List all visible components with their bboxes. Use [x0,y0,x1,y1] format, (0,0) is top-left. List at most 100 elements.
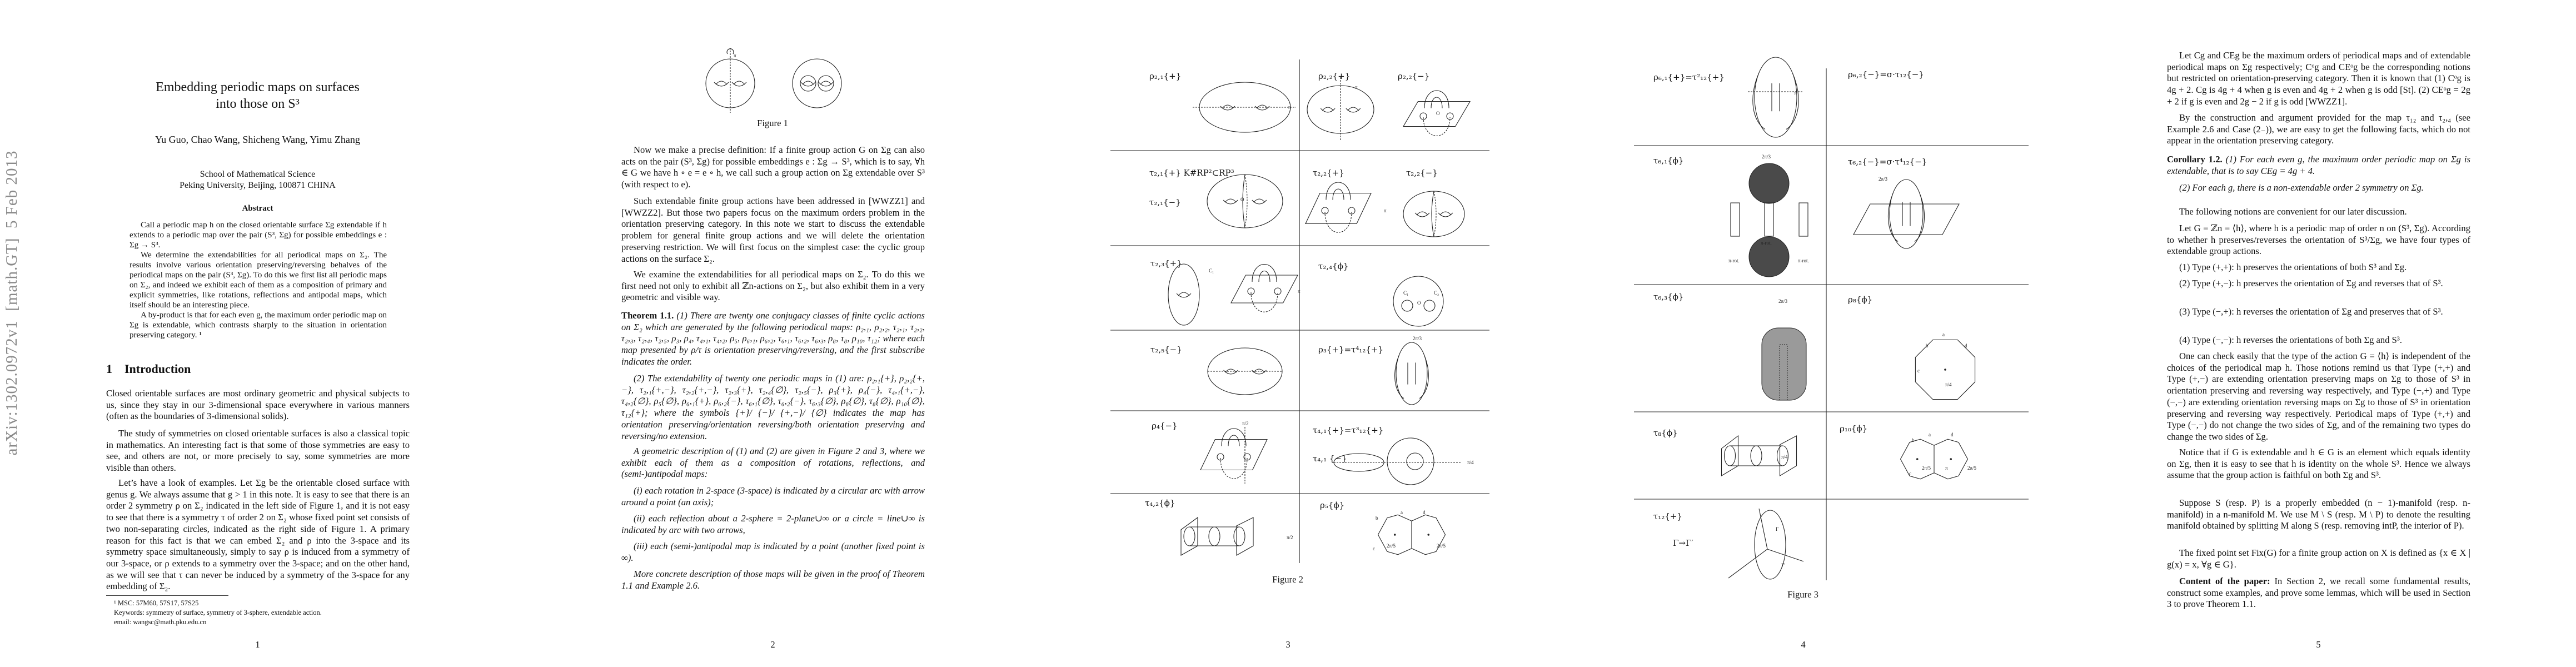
figure-panel-label: ρ₆,₁{+}=τ²₁₂{+} [1653,72,1725,82]
surface-hole [1320,107,1336,113]
surface-hole [1414,211,1430,217]
figure-panel-label: Γ→Γ′ [1673,538,1693,548]
genus-two-surface [1403,191,1465,237]
figure-annotation: π [1288,104,1291,110]
surface-arm [1752,73,1799,130]
hexagon [1411,514,1446,555]
surface-hole [1438,211,1453,217]
identification-square [1236,517,1254,556]
handle-below [1250,292,1278,312]
paragraph: Such extendable finite group actions hav… [621,196,925,264]
figure-panel-label: τ₂,₁{+} K#RP²⊂RP³ [1149,168,1234,178]
rotation-center [1916,458,1919,460]
hexagon [1900,439,1935,480]
figure-panel-label: τ₂,₂{−} [1406,168,1438,178]
figure-2-caption: Figure 2 [1272,574,1303,585]
theorem-label: Theorem 1.1. [621,310,674,321]
figure-annotation: π [1945,465,1948,471]
theorem-1-1: Theorem 1.1. (1) There are twenty one co… [621,310,925,368]
footnote-email: email: wangsc@math.pku.edu.cn [114,618,207,626]
figure-annotation: 2π/3 [1778,298,1788,304]
paper-title-line-1: Embedding periodic maps on surfaces [156,80,360,94]
figure-annotation: π-rot. [1761,240,1772,246]
authors: Yu Guo, Chao Wang, Shicheng Wang, Yimu Z… [155,134,360,145]
cylinder-section [1233,526,1245,546]
paragraph: One can check easily that the type of th… [2167,351,2470,442]
page-5: Let Cg and CEg be the maximum orders of … [2061,0,2576,667]
figure-annotation: c [1373,546,1375,551]
reflection-plane [1305,192,1372,225]
torus [1387,437,1434,485]
cylinder-section [1776,445,1789,466]
figure-panel-label: τ₆,₁{ϕ} [1653,156,1684,166]
sphere [1393,276,1444,327]
surface-hole [1346,107,1361,113]
content-label: Content of the paper: [2179,576,2270,586]
figure-panel-label: τ₆,₂{−}=σ·τ⁴₁₂{−} [1848,157,1927,167]
footnote-msc: ¹ MSC: 57M60, 57S17, 57S25 [114,599,199,607]
shaded-sphere [1748,163,1790,204]
cylinder-body [1189,527,1239,546]
surface-arm [1887,193,1925,242]
affiliation-line-2: Peking University, Beijing, 100871 CHINA [180,181,336,190]
meridian [1431,191,1434,237]
affiliation-line-1: School of Mathematical Science [200,170,316,179]
surface-outline [1889,179,1924,249]
figure-annotation: O [1417,300,1421,306]
surface-outline [1396,342,1428,405]
figure-annotation: O [1436,111,1440,116]
rotation-center [1427,534,1430,536]
figure-annotation: π [1384,208,1387,213]
torus-hole [1406,452,1424,470]
cylinder-body [1730,446,1783,466]
figure-panel-label: ρ₃{+}=τ⁴₁₂{+} [1318,345,1384,355]
figure-annotation: d [1965,343,1967,349]
figure-annotation: d [1951,432,1954,437]
figure-annotation: 2π/5 [1967,465,1977,471]
handle-foot [1446,112,1454,120]
fixed-circle [800,75,816,92]
surface-hole [1223,198,1238,205]
rotation-center [1950,458,1952,460]
figure-annotation: π/2 [1242,421,1249,426]
handle-foot [1348,207,1356,215]
surface-outline [1754,57,1797,138]
graph-edge [1767,549,1804,562]
handle [1252,263,1277,282]
hatched-band [1779,344,1788,401]
hexagon [1934,439,1969,480]
figure-annotation: π-rot. [1728,258,1740,263]
surface-hole [800,81,816,87]
figure-annotation: 2π/3 [1879,176,1888,182]
figure-panel-label: τ₄,₁{+}=τ³₁₂{+} [1313,425,1384,435]
figure-panel-label: τ₆,₃{ϕ} [1653,292,1684,302]
figure-panel-label: τ₄,₁ {−} [1313,454,1347,464]
figure-panel-label: τ₂,₃{+} [1150,258,1182,268]
content-text: In Section 2, we recall some fundamental… [2167,576,2470,610]
handle [1221,428,1247,446]
figure-panel-label: ρ₈{ϕ} [1848,295,1873,305]
cylinder-section [1208,526,1220,546]
figure-annotation: π/4 [1781,454,1788,460]
identification-square [1721,435,1739,476]
handle-below [1220,457,1248,479]
figure-panel-label: τ₂,₁{−} [1149,197,1181,207]
surface-hole [1252,198,1267,205]
footnote-keywords: Keywords: symmetry of surface, symmetry … [114,609,322,616]
theorem-part-1: (1) There are twenty one conjugacy class… [621,310,925,367]
handle [1326,182,1351,200]
rotation-center [1944,369,1946,371]
figure-panel-label: τ₁₂{+} [1653,511,1682,521]
reflection-plane [1200,439,1268,471]
cylinder [1764,202,1774,237]
figure-panel-label: τ₈{ϕ} [1653,428,1678,438]
type-item: (3) Type (−,+): h reverses the orientati… [2179,306,2443,317]
corollary-1-2: Corollary 1.2. (1) For each even g, the … [2167,154,2470,177]
hexagon [1377,514,1412,555]
genus-two-surface [705,58,755,108]
figure-annotation: π [734,53,736,58]
abstract-heading: Abstract [242,204,273,213]
paragraph: By the construction and argument provide… [2167,112,2470,146]
